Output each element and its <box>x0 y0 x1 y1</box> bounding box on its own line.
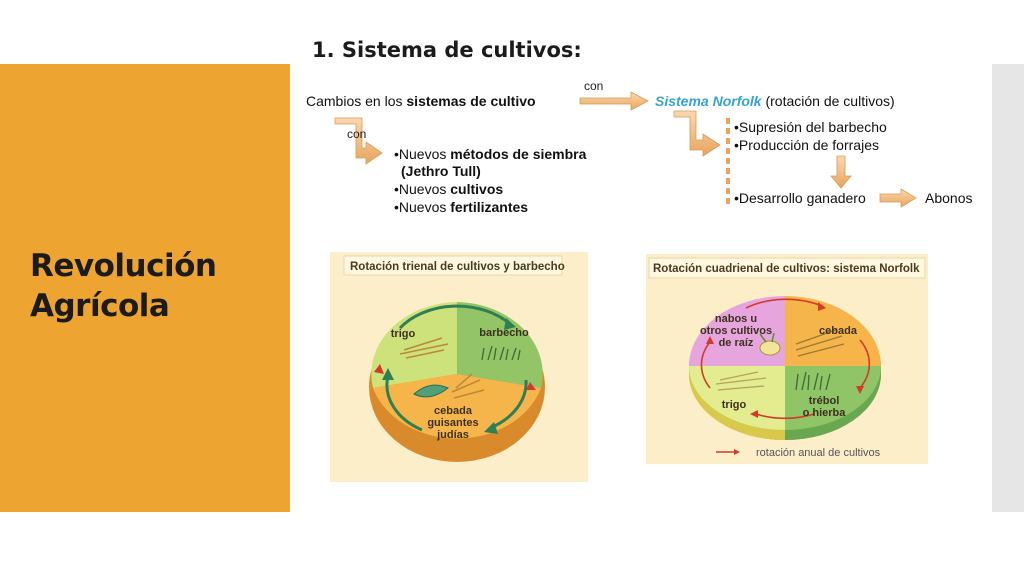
quadrennial-rotation-diagram: Rotación cuadrienal de cultivos: sistema… <box>646 254 928 464</box>
barley-icon <box>795 329 845 357</box>
flow-start-bold: sistemas de cultivo <box>406 93 536 109</box>
label-nabos-1: nabos u <box>715 313 757 325</box>
left-bullet: •Nuevos métodos de siembra <box>394 146 587 162</box>
label-barbecho: barbecho <box>479 327 529 339</box>
label-nabos-3: de raíz <box>719 337 754 349</box>
clover-grass-icon <box>795 371 831 391</box>
rotation-arrow <box>755 413 815 420</box>
left-bullet: (Jethro Tull) <box>401 163 481 179</box>
diagram-title: Rotación cuadrienal de cultivos: sistema… <box>653 263 920 275</box>
label-nabos-2: otros cultivos <box>700 325 772 337</box>
segment-trigo <box>371 302 457 388</box>
label-trebol-1: trébol <box>809 395 840 407</box>
slide-title-line1: Revolución <box>30 248 217 284</box>
diagram-title-box <box>343 255 563 276</box>
flow-start-prefix: Cambios en los <box>306 93 407 109</box>
wheat-icon <box>715 371 767 391</box>
slide-title: Revolución Agrícola <box>30 246 280 326</box>
rotation-arrow <box>489 379 528 430</box>
norfolk-name: Sistema Norfolk <box>655 93 762 109</box>
left-bullet: •Nuevos cultivos <box>394 181 504 197</box>
label-judias: judías <box>436 429 469 441</box>
slide-title-line2: Agrícola <box>30 288 170 324</box>
grass-icon <box>481 345 521 361</box>
right-bullet: •Supresión del barbecho <box>734 119 887 135</box>
label-cebada: cebada <box>819 325 858 337</box>
legend-label: rotación anual de cultivos <box>756 447 881 459</box>
segment-trigo <box>689 366 785 430</box>
segment-barbecho <box>457 302 543 388</box>
disc-edge-yellow <box>689 366 785 440</box>
label-cebada: cebada <box>434 405 473 417</box>
section-heading: 1. Sistema de cultivos: <box>312 38 582 62</box>
norfolk-rest: (rotación de cultivos) <box>761 93 895 109</box>
rotation-arrow <box>385 375 423 432</box>
label-guisantes: guisantes <box>427 417 478 429</box>
title-band <box>0 64 290 512</box>
flow-start: Cambios en los sistemas de cultivo <box>306 93 536 109</box>
right-edge-strip <box>992 64 1024 512</box>
label-trebol-2: o hierba <box>803 407 847 419</box>
turnip-icon <box>759 332 781 356</box>
con-label-top: con <box>584 79 604 93</box>
label-trigo: trigo <box>391 328 416 340</box>
arrow-to-right-bullets <box>673 110 721 157</box>
left-bullet: •Nuevos fertilizantes <box>394 199 529 215</box>
arrow-to-abonos <box>879 188 917 208</box>
rotation-arrow <box>745 298 823 309</box>
right-bullet: •Desarrollo ganadero <box>734 190 866 206</box>
rotation-arrow <box>700 341 711 389</box>
rotation-arrow <box>859 339 871 389</box>
arrow-to-left-bullets <box>334 117 383 165</box>
right-bullet: •Producción de forrajes <box>734 137 879 153</box>
barley-icon <box>451 373 485 399</box>
pea-pod-icon <box>413 384 449 398</box>
con-label-left: con <box>347 127 367 141</box>
diagram-title-box <box>648 257 926 279</box>
diagram-title: Rotación trienal de cultivos y barbecho <box>350 261 565 273</box>
result-abonos: Abonos <box>925 190 973 206</box>
norfolk-line: Sistema Norfolk (rotación de cultivos) <box>655 93 895 109</box>
label-trigo: trigo <box>722 399 747 411</box>
rotation-arrow <box>398 304 511 330</box>
triennial-rotation-diagram: Rotación trienal de cultivos y barbecho … <box>330 252 588 482</box>
arrow-down-forrajes <box>830 155 852 189</box>
arrow-to-norfolk <box>579 91 649 111</box>
wheat-icon <box>399 337 449 359</box>
